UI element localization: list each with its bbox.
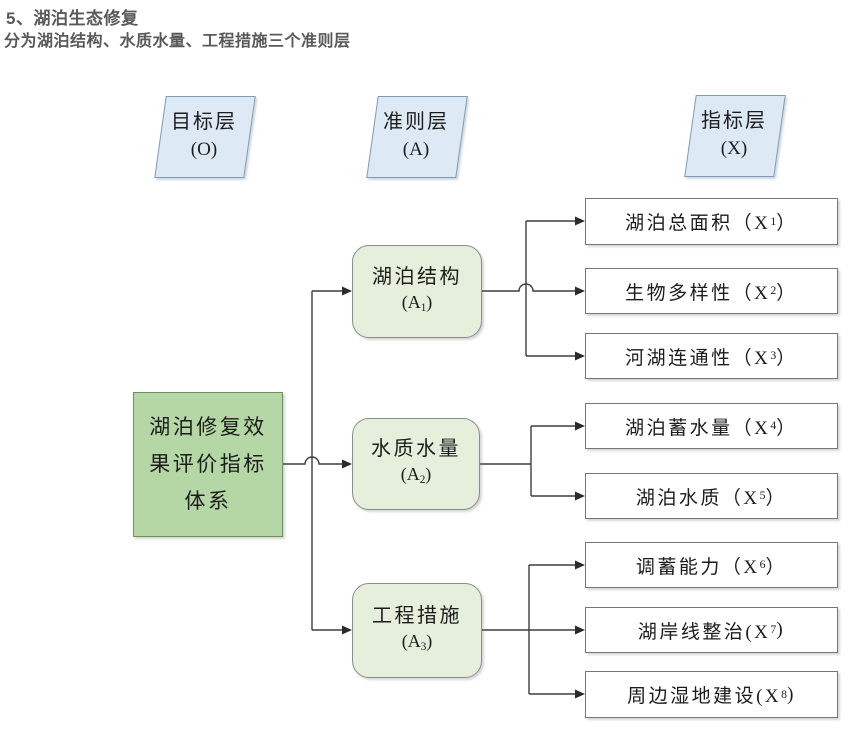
criteria-code-post: )	[426, 630, 433, 651]
layer-header-goal: 目标层 (O)	[154, 96, 256, 178]
arrowhead-x7	[575, 625, 585, 635]
criteria-code-sub: 1	[420, 301, 427, 314]
arrowhead-x1	[575, 216, 585, 226]
criteria-code-post: )	[425, 464, 432, 485]
connector-a1-x2	[482, 283, 578, 292]
layer-label: 目标层	[171, 111, 237, 133]
criteria-code: (A2)	[401, 462, 432, 492]
criteria-code-sub: 3	[420, 640, 427, 653]
indicator-label-end: ）	[765, 556, 788, 578]
layer-code: (A)	[402, 139, 430, 160]
layer-header-criteria: 准则层 (A)	[366, 96, 468, 178]
indicator-label: 河湖连通性（X	[625, 347, 771, 369]
criteria-code-pre: (A	[401, 630, 421, 651]
indicator-sub: 5	[759, 489, 766, 502]
goal-box-label: 湖泊修复效果评价指标体系	[149, 415, 267, 513]
indicator-sub: 1	[770, 214, 777, 228]
indicator-label: 生物多样性（X	[625, 282, 771, 304]
layer-header-goal-text: 目标层 (O)	[160, 96, 248, 176]
indicator-sub: 7	[770, 623, 777, 636]
criteria-label: 水质水量	[371, 438, 461, 461]
goal-box: 湖泊修复效果评价指标体系	[133, 392, 283, 537]
indicator-label-end: ）	[765, 487, 788, 509]
layer-label: 指标层	[701, 110, 767, 132]
arrowhead-a1	[342, 286, 352, 296]
indicator-label-end: ）	[776, 417, 798, 439]
criteria-box-a2: 水质水量 (A2)	[352, 418, 480, 510]
indicator-label-end: ）	[776, 347, 798, 369]
layer-header-criteria-text: 准则层 (A)	[372, 96, 460, 176]
indicator-sub: 8	[781, 687, 788, 701]
arrowhead-x5	[575, 491, 585, 501]
layer-label: 准则层	[383, 111, 449, 133]
arrowhead-x3	[575, 351, 585, 361]
page-subtitle: 分为湖泊结构、水质水量、工程措施三个准则层	[4, 33, 351, 50]
indicator-label: 湖泊总面积（X	[625, 213, 771, 234]
arrowhead-a3	[342, 625, 352, 635]
page-title: 5、湖泊生态修复	[6, 9, 139, 28]
criteria-code-post: )	[426, 291, 433, 312]
indicator-label: 周边湿地建设(X	[627, 686, 782, 707]
indicator-label: 湖泊水质（X	[635, 487, 760, 509]
criteria-code: (A1)	[402, 290, 433, 320]
arrowhead-x4	[575, 421, 585, 431]
arrowhead-x8	[575, 689, 585, 699]
layer-code: (O)	[190, 139, 218, 160]
layer-code: (X)	[720, 138, 748, 159]
criteria-code-pre: (A	[401, 291, 421, 312]
indicator-sub: 3	[770, 349, 777, 362]
connector-goal-a2	[283, 456, 344, 465]
indicator-label-end: ）	[776, 282, 798, 304]
layer-header-indicators-text: 指标层 (X)	[690, 95, 778, 175]
arrowhead-a2	[342, 459, 352, 469]
indicator-sub: 2	[770, 284, 777, 297]
criteria-label: 湖泊结构	[372, 265, 462, 288]
criteria-code: (A3)	[402, 629, 433, 659]
criteria-label: 工程措施	[372, 604, 462, 627]
indicator-label: 湖岸线整治(X	[637, 621, 771, 643]
arrowhead-x2	[575, 286, 585, 296]
criteria-code-sub: 2	[419, 473, 426, 486]
indicator-label-end: )	[776, 619, 786, 640]
criteria-code-pre: (A	[400, 464, 420, 485]
criteria-box-a1: 湖泊结构 (A1)	[352, 245, 482, 338]
indicator-label-end: ）	[776, 213, 798, 234]
arrowhead-x6	[575, 560, 585, 570]
layer-header-indicators: 指标层 (X)	[684, 95, 786, 177]
indicator-label-end: )	[787, 683, 796, 705]
indicator-sub: 4	[770, 419, 777, 432]
indicator-label: 调蓄能力（X	[635, 556, 760, 578]
criteria-box-a3: 工程措施 (A3)	[352, 583, 482, 678]
indicator-sub: 6	[759, 558, 766, 571]
indicator-label: 湖泊蓄水量（X	[625, 417, 771, 439]
